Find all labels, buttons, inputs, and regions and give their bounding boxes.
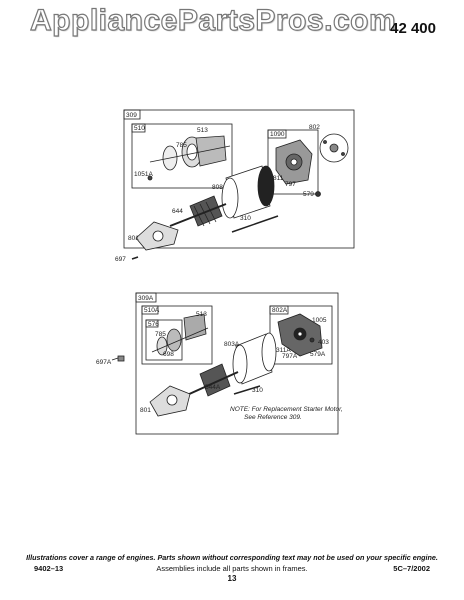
- lower-screw: [111, 355, 125, 362]
- label-808: 808: [212, 184, 223, 191]
- lower-pinion-gear: [151, 313, 209, 356]
- lower-frame-tab: [135, 292, 157, 303]
- label-310-lower: 310: [252, 387, 263, 394]
- label-579A: 579A: [310, 351, 326, 358]
- label-811: 811: [273, 175, 284, 182]
- lower-frame: [135, 292, 339, 435]
- lower-drive-housing: [149, 385, 191, 417]
- label-698: 698: [163, 351, 174, 358]
- label-311A: 311A: [276, 347, 291, 354]
- lower-subframe-576: [145, 319, 183, 361]
- label-801-lower: 801: [140, 407, 151, 414]
- note-line-2: See Reference 309.: [244, 414, 302, 421]
- upper-housing: [221, 165, 275, 219]
- model-number: 42 400: [390, 20, 436, 37]
- footer-right-code: 5C–7/2002: [393, 564, 430, 573]
- label-802: 802: [309, 124, 320, 131]
- label-644: 644: [172, 208, 183, 215]
- label-785-lower: 785: [155, 331, 166, 338]
- label-310: 310: [240, 215, 251, 222]
- label-1005: 1005: [312, 317, 327, 324]
- label-797: 797: [285, 181, 296, 188]
- label-576: 576: [148, 321, 159, 328]
- label-403: 403: [318, 339, 329, 346]
- label-1051A: 1051A: [134, 171, 153, 178]
- upper-pinion-gear: [149, 135, 231, 171]
- footer-center-text: Assemblies include all parts shown in fr…: [156, 564, 308, 573]
- page-number: 13: [227, 574, 237, 583]
- footer-left-code: 9402–13: [34, 564, 64, 573]
- upper-armature: [169, 195, 227, 227]
- label-802A: 802A: [272, 307, 288, 314]
- lower-subframe-510A: [141, 305, 213, 365]
- upper-drive-housing: [135, 221, 179, 251]
- upper-frame-tab: [123, 109, 141, 120]
- upper-screw: [131, 256, 139, 260]
- label-510A: 510A: [144, 307, 160, 314]
- lower-brush-plate: [277, 313, 323, 357]
- label-579: 579: [303, 191, 314, 198]
- upper-frame-label: 309: [126, 112, 137, 119]
- label-785: 785: [176, 142, 187, 149]
- label-510: 510: [134, 125, 145, 132]
- upper-subframe-1090: [267, 129, 319, 195]
- upper-subframe-510: [131, 123, 233, 189]
- label-697A: 697A: [96, 359, 112, 366]
- lower-frame-label: 309A: [138, 295, 154, 302]
- label-797A: 797A: [282, 353, 298, 360]
- label-1090: 1090: [270, 131, 285, 138]
- upper-through-bolt: [231, 215, 279, 233]
- label-801: 801: [128, 235, 139, 242]
- lower-through-bolt: [233, 385, 261, 395]
- upper-end-cap: [319, 133, 349, 163]
- upper-brush-plate: [275, 139, 313, 185]
- upper-frame: [123, 109, 355, 249]
- label-697: 697: [115, 256, 126, 263]
- label-803A: 803A: [224, 341, 240, 348]
- label-544A: 544A: [205, 384, 221, 391]
- label-513: 513: [197, 127, 208, 134]
- label-513-lower: 513: [196, 311, 207, 318]
- watermark: AppliancePartsPros.com: [29, 3, 397, 37]
- lower-housing: [232, 332, 277, 385]
- footer-disclaimer: Illustrations cover a range of engines. …: [26, 553, 438, 562]
- note-line-1: NOTE: For Replacement Starter Motor,: [230, 406, 343, 413]
